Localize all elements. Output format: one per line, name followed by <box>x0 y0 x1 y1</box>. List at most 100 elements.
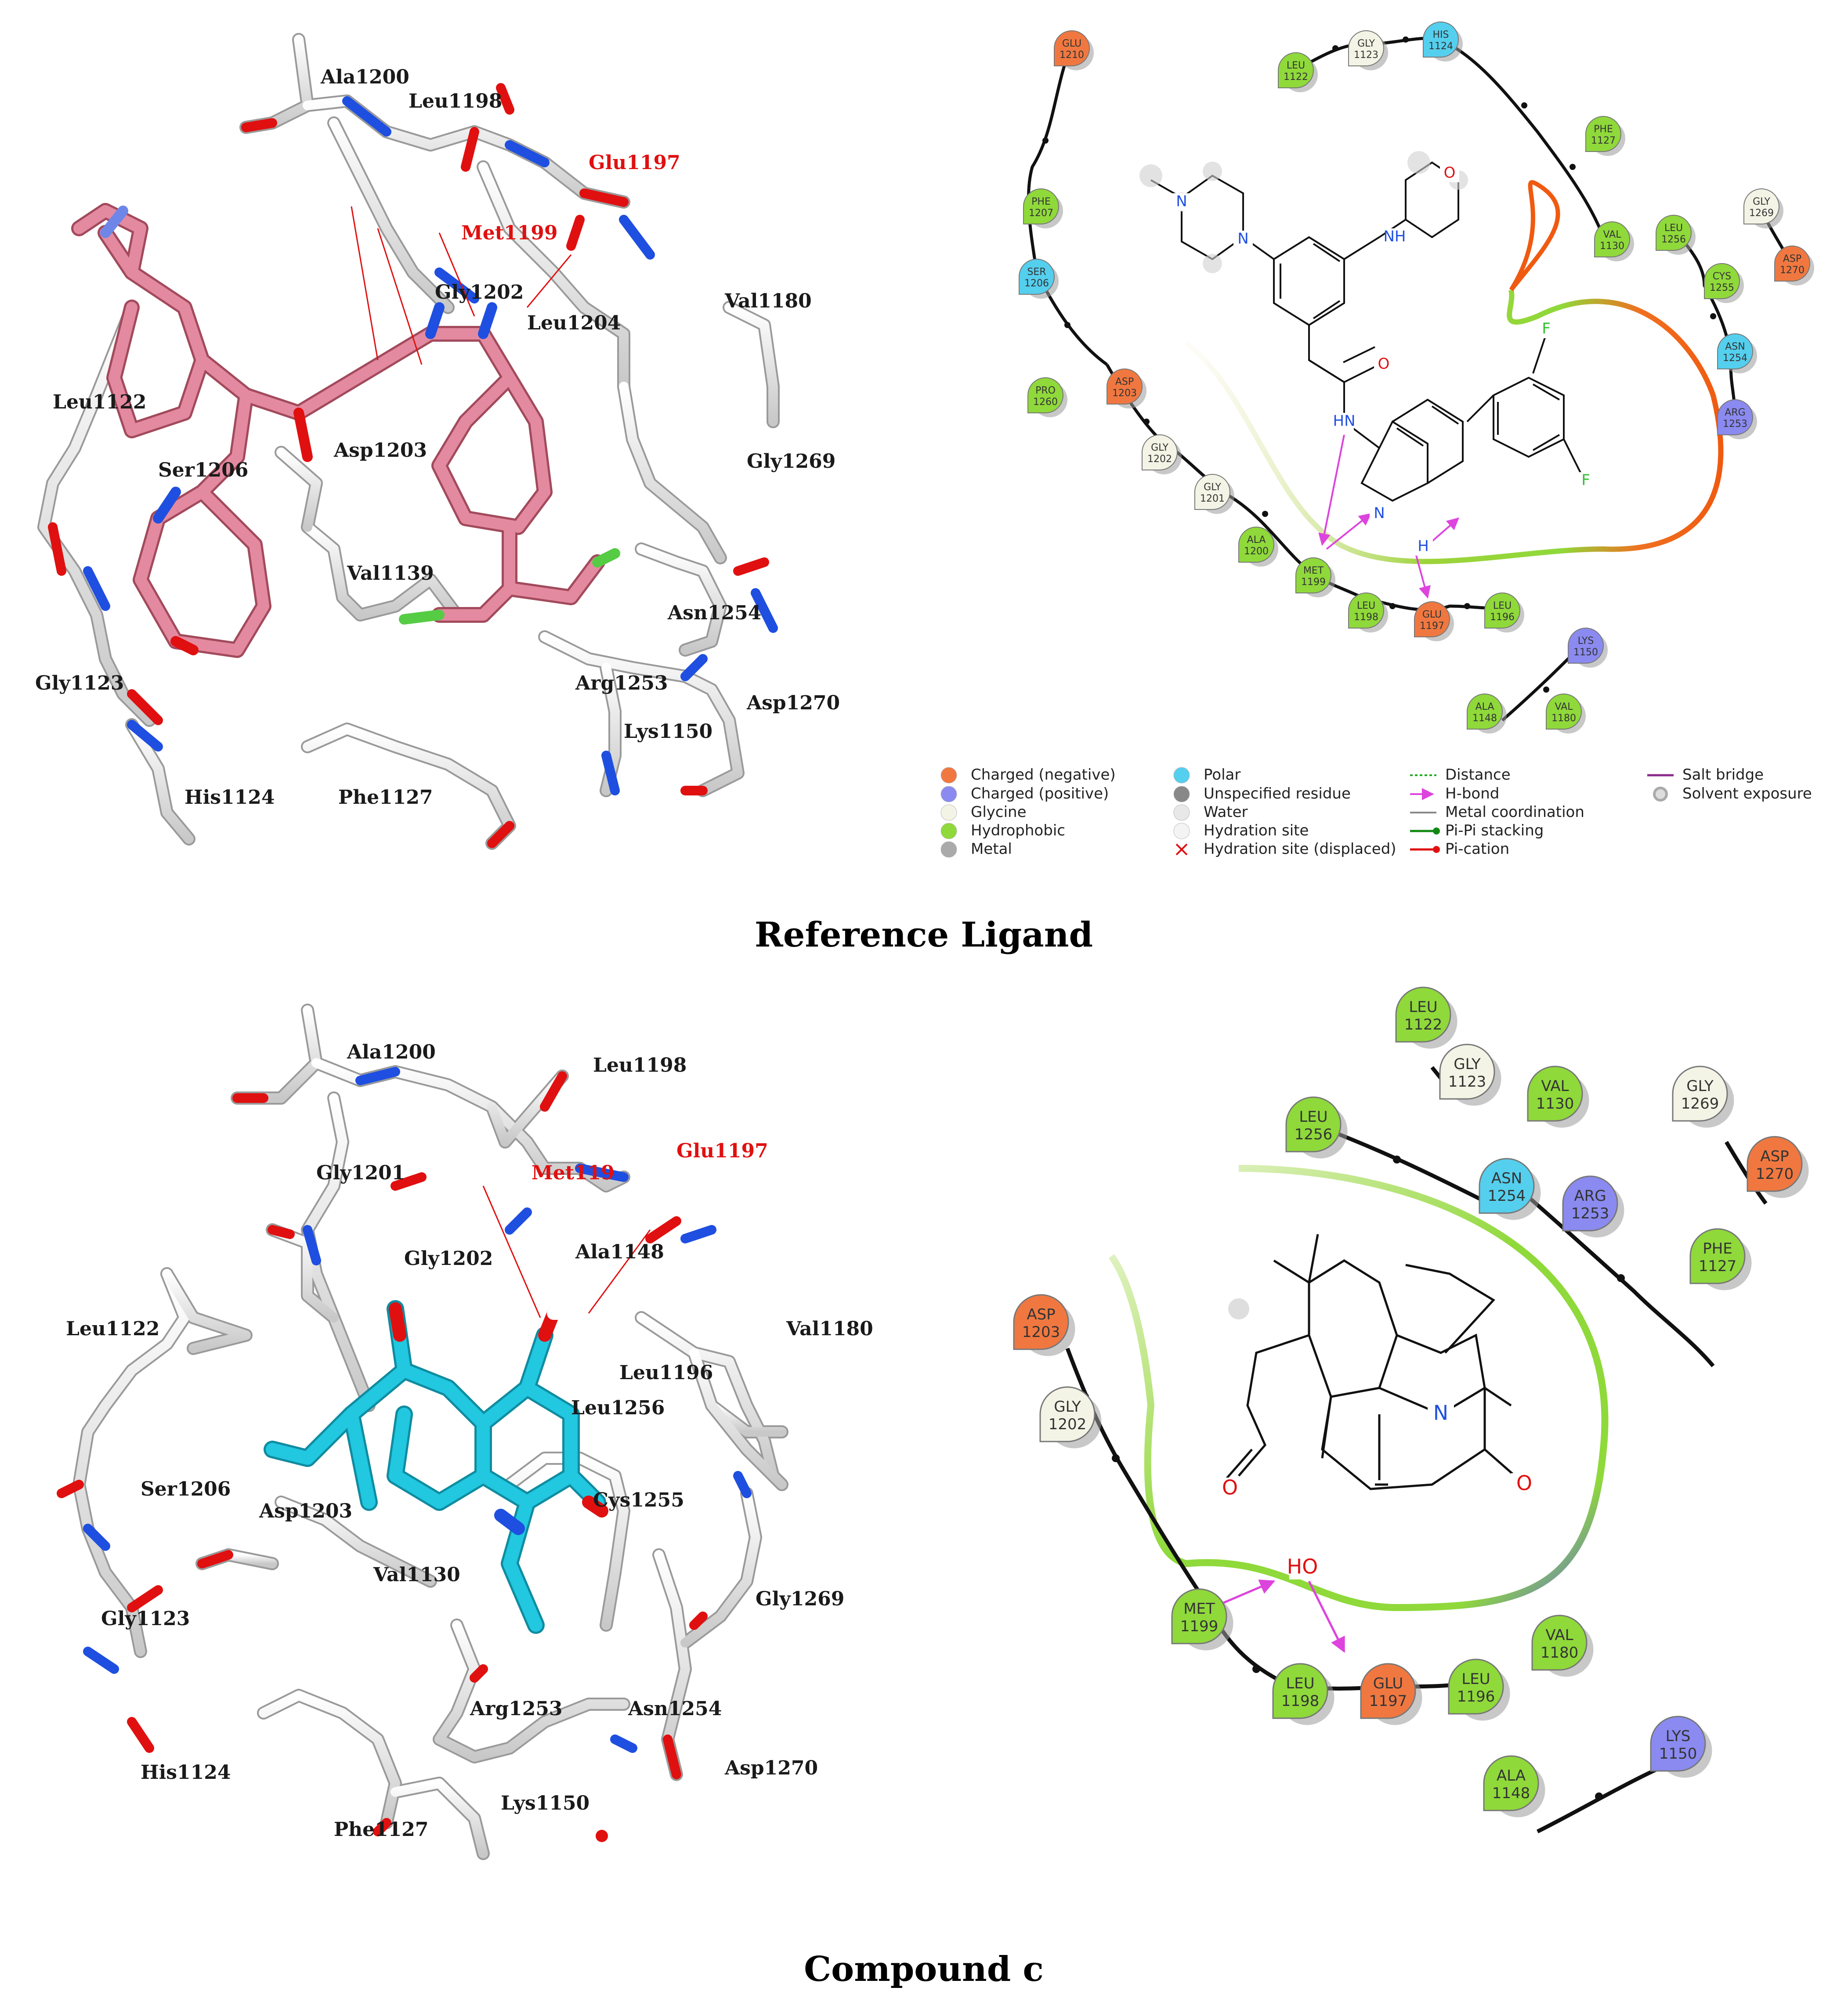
atom-label-n2: N <box>1237 230 1248 248</box>
residue-number: 1206 <box>1024 278 1049 289</box>
legend-item-pication: Pi-cation <box>1410 840 1509 858</box>
residue-name: PRO <box>1035 385 1056 396</box>
legend-item-hydrophobic: Hydrophobic <box>940 822 1065 839</box>
legend-item-polar: Polar <box>1173 766 1240 784</box>
residue-number: 1148 <box>1472 713 1497 724</box>
residue-name: ASN <box>1725 341 1745 352</box>
residue-name: ASP <box>1115 376 1134 387</box>
atom-label-nh: NH <box>1384 228 1406 246</box>
residue-number: 1196 <box>1457 1688 1495 1705</box>
residue-name: ASP <box>1760 1148 1789 1165</box>
residue-label-his1124: His1124 <box>184 786 275 809</box>
legend-item-metal_coord: Metal coordination <box>1410 803 1584 821</box>
legend-label: Pi-Pi stacking <box>1445 822 1544 839</box>
legend-item-distance: Distance <box>1410 766 1511 784</box>
residue-name: ALA <box>1247 535 1266 546</box>
residue-name: LEU <box>1493 600 1512 611</box>
residue-label-cys1255: Cys1255 <box>593 1489 684 1511</box>
atom-label-h: H <box>1418 538 1429 555</box>
legend-label: Charged (positive) <box>971 785 1109 802</box>
residue-number: 1256 <box>1661 234 1686 245</box>
residue-number: 1150 <box>1573 647 1598 658</box>
residue-label-gly1201: Gly1201 <box>316 1162 405 1184</box>
residue-name: CYS <box>1713 271 1731 282</box>
residue-name: LEU <box>1299 1108 1327 1126</box>
atom-label-o: O <box>1444 164 1456 182</box>
residue-number: 1122 <box>1284 72 1308 83</box>
residue-number: 1130 <box>1600 241 1624 252</box>
residue-name: GLY <box>1357 38 1375 49</box>
residue-label-gly1123: Gly1123 <box>101 1608 190 1630</box>
residue-number: 1270 <box>1780 265 1805 276</box>
residue-name: GLU <box>1373 1675 1403 1692</box>
residue-number: 1254 <box>1723 353 1747 364</box>
residue-label-val1130: Val1130 <box>373 1564 460 1586</box>
residue-number: 1148 <box>1492 1785 1530 1802</box>
residue-name: GLY <box>1454 1055 1481 1073</box>
residue-label-gly1202: Gly1202 <box>404 1247 493 1270</box>
residue-label-phe1127: Phe1127 <box>334 1818 429 1841</box>
residue-number: 1199 <box>1180 1618 1219 1635</box>
residue-number: 1200 <box>1244 546 1269 557</box>
legend-item-pipi: Pi-Pi stacking <box>1410 822 1544 839</box>
residue-number: 1196 <box>1490 612 1515 623</box>
reference-3d-view: Ala1200Leu1198Glu1197Met1199Gly1202Leu12… <box>35 33 840 850</box>
residue-label-asn1254: Asn1254 <box>667 602 761 624</box>
atom-label-hn: HN <box>1333 412 1356 430</box>
residue-name: LEU <box>1409 998 1437 1016</box>
residue-label-ala1200: Ala1200 <box>320 66 409 88</box>
residue-label-gly1202: Gly1202 <box>435 281 524 304</box>
residue-name: GLY <box>1151 442 1168 453</box>
legend-item-hbond: H-bond <box>1410 785 1499 802</box>
residue-name: LEU <box>1461 1670 1490 1688</box>
residue-name: GLU <box>1062 38 1081 49</box>
pocket-outline-c <box>1108 1165 1609 1612</box>
residue-label-val1180: Val1180 <box>786 1318 873 1340</box>
residue-name: GLY <box>1686 1077 1714 1095</box>
residue-name: HIS <box>1433 29 1449 40</box>
residue-label-met1199: Met1199 <box>461 222 557 244</box>
residue-number: 1207 <box>1029 208 1053 219</box>
legend-label: Hydration site (displaced) <box>1204 840 1396 858</box>
atom-label-n1: N <box>1176 193 1187 210</box>
residue-name: ASP <box>1027 1306 1055 1323</box>
residue-label-asn1254: Asn1254 <box>628 1698 722 1720</box>
residue-label-leu1198: Leu1198 <box>409 90 502 112</box>
legend-label: Water <box>1204 803 1248 821</box>
residue-name: ARG <box>1725 407 1745 418</box>
residue-label-glu1197: Glu1197 <box>676 1140 768 1162</box>
residue-number: 1199 <box>1301 577 1326 588</box>
residue-name: LEU <box>1287 60 1305 71</box>
residue-label-asp1270: Asp1270 <box>746 692 840 714</box>
legend-label: Hydration site <box>1204 822 1309 839</box>
atom-label-o2: O <box>1378 355 1390 373</box>
residue-name: ALA <box>1497 1767 1526 1785</box>
residue-label-arg1253: Arg1253 <box>470 1698 563 1720</box>
residue-number: 1202 <box>1147 454 1172 465</box>
residue-name: VAL <box>1603 229 1622 240</box>
legend-item-hydration: Hydration site <box>1173 822 1309 839</box>
residue-label-gly1123: Gly1123 <box>35 672 124 694</box>
legend-item-saltbridge: Salt bridge <box>1647 766 1764 784</box>
residue-label-leu1198: Leu1198 <box>593 1054 687 1077</box>
